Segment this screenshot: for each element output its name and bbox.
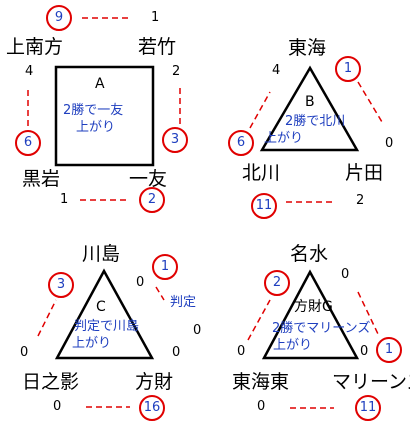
team-kawashima: 川島 <box>82 243 121 265</box>
score-c-top-right: 0 <box>136 275 145 290</box>
dash-c-left <box>37 299 57 337</box>
group-a-note-line2: 上がり <box>76 120 116 135</box>
team-hinokage: 日之影 <box>22 371 80 393</box>
score-a-top: 1 <box>151 10 160 25</box>
score-a-left: 4 <box>25 64 34 79</box>
score-b-right: 0 <box>385 136 394 151</box>
group-g-note-line1: 2勝でマリーンズ <box>272 321 371 336</box>
circled-c-top: 1 <box>152 254 178 280</box>
group-c-triangle <box>54 268 155 360</box>
dash-g-left <box>247 299 271 341</box>
circled-g-right: 1 <box>376 337 402 363</box>
group-c-note-line2: 上がり <box>72 336 112 351</box>
dash-b-right <box>357 81 383 123</box>
dash-b-left <box>249 91 271 129</box>
dash-g-right <box>357 291 379 335</box>
circled-g-bottom: 11 <box>355 395 381 421</box>
team-katada: 片田 <box>345 162 384 184</box>
group-c-side-note: 判定 <box>170 295 197 310</box>
circled-c-left: 3 <box>48 272 74 298</box>
group-g-note-line2: 上がり <box>273 338 313 353</box>
team-kaminakata: 上南方 <box>6 36 64 58</box>
group-g-label: 方財G <box>294 299 333 315</box>
circled-b-left: 6 <box>228 130 254 156</box>
score-a-right: 2 <box>172 64 181 79</box>
circled-a-left: 6 <box>15 130 41 156</box>
circled-g-left: 2 <box>264 270 290 296</box>
team-wakatake: 若竹 <box>138 36 177 58</box>
score-b-left: 4 <box>272 63 281 78</box>
score-c-left: 0 <box>20 345 29 360</box>
group-g-triangle <box>261 269 360 360</box>
dash-c-right <box>155 286 165 301</box>
group-b-label: B <box>305 94 315 110</box>
score-c-bottom: 0 <box>53 399 62 414</box>
circled-b-bottom: 11 <box>251 193 277 219</box>
group-b-triangle <box>259 65 360 152</box>
score-b-bottom: 2 <box>356 193 365 208</box>
team-marines: マリーンズ <box>332 371 410 393</box>
circled-a-bottom: 2 <box>139 187 165 213</box>
circled-a-top: 9 <box>46 5 72 31</box>
score-a-bottom: 1 <box>60 192 69 207</box>
team-ichiyu: 一友 <box>129 168 168 190</box>
circled-b-top: 1 <box>335 56 361 82</box>
team-kitagawa: 北川 <box>242 162 281 184</box>
score-g-top: 0 <box>341 267 350 282</box>
team-hotakara: 方財 <box>135 371 174 393</box>
score-g-bottom: 0 <box>257 399 266 414</box>
group-a-label: A <box>95 76 105 92</box>
group-a-note-line1: 2勝で一友 <box>63 103 124 118</box>
group-c-note-line1: 判定で川島 <box>74 319 140 334</box>
circled-c-bottom: 16 <box>139 395 165 421</box>
team-kuroiwa: 黒岩 <box>22 168 61 190</box>
group-b-note-line2: 上がり <box>264 131 304 146</box>
group-c-label: C <box>96 299 106 315</box>
team-meisui: 名水 <box>290 243 329 265</box>
score-g-right: 0 <box>360 344 369 359</box>
team-tokaihigashi: 東海東 <box>232 371 290 393</box>
score-c-right: 0 <box>193 323 202 338</box>
group-a-square <box>54 65 155 167</box>
circled-a-right: 3 <box>162 127 188 153</box>
group-b-note-line1: 2勝で北川 <box>285 114 346 129</box>
score-g-left: 0 <box>237 344 246 359</box>
team-tokai: 東海 <box>288 37 327 59</box>
score-c-right-low: 0 <box>172 345 181 360</box>
